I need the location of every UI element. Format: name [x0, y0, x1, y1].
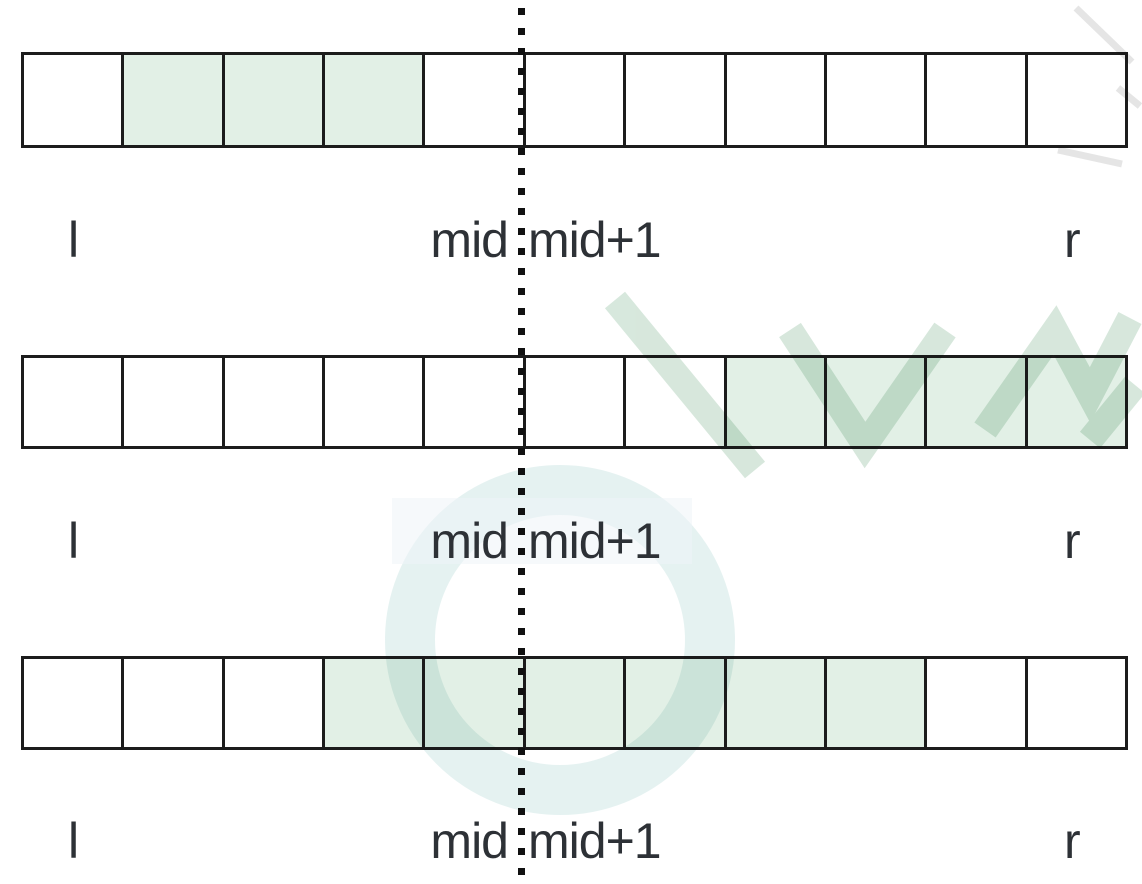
- array-cell: [522, 55, 624, 145]
- array-row-1-labels: l mid mid+1 r: [0, 211, 1142, 269]
- array-row-1-cells: [21, 52, 1128, 148]
- array-row-3-cells: [21, 656, 1128, 750]
- array-row-3-labels: l mid mid+1 r: [0, 812, 1142, 870]
- array-cell: [221, 358, 323, 446]
- array-cell: [322, 358, 423, 446]
- array-cell: [522, 358, 624, 446]
- array-row-2-labels: l mid mid+1 r: [0, 512, 1142, 570]
- array-cell: [823, 55, 925, 145]
- array-cell-highlighted: [322, 659, 423, 747]
- array-cell: [221, 659, 323, 747]
- label-mid: mid: [430, 212, 509, 268]
- array-cell: [623, 55, 724, 145]
- array-cell-highlighted: [723, 659, 824, 747]
- array-cell-highlighted: [121, 55, 222, 145]
- label-r: r: [1064, 513, 1081, 569]
- array-cell: [121, 659, 222, 747]
- label-mid: mid: [430, 513, 509, 569]
- array-cell-highlighted: [623, 659, 724, 747]
- array-cell-highlighted: [723, 358, 824, 446]
- array-cell: [422, 358, 523, 446]
- array-cell: [1024, 659, 1125, 747]
- array-cell: [924, 55, 1025, 145]
- array-cell-highlighted: [924, 358, 1025, 446]
- label-l: l: [68, 513, 79, 569]
- label-mid-plus: mid+1: [528, 212, 662, 268]
- array-cell: [924, 659, 1025, 747]
- array-cell-highlighted: [823, 358, 925, 446]
- label-mid: mid: [430, 813, 509, 869]
- array-cell-highlighted: [823, 659, 925, 747]
- array-row-2-cells: [21, 355, 1128, 449]
- array-cell-highlighted: [422, 659, 523, 747]
- label-r: r: [1064, 212, 1081, 268]
- array-cell-highlighted: [322, 55, 423, 145]
- array-cell: [24, 55, 122, 145]
- mid-divider-dotted-line: [518, 8, 525, 884]
- array-cell-highlighted: [522, 659, 624, 747]
- label-l: l: [68, 813, 79, 869]
- array-cell: [24, 358, 122, 446]
- array-cell-highlighted: [221, 55, 323, 145]
- label-mid-plus: mid+1: [528, 513, 662, 569]
- array-cell: [623, 358, 724, 446]
- label-l: l: [68, 212, 79, 268]
- array-cell: [723, 55, 824, 145]
- array-cell-highlighted: [1024, 358, 1125, 446]
- array-cell: [24, 659, 122, 747]
- array-cell: [121, 358, 222, 446]
- label-mid-plus: mid+1: [528, 813, 662, 869]
- label-r: r: [1064, 813, 1081, 869]
- array-cell: [422, 55, 523, 145]
- array-cell: [1024, 55, 1125, 145]
